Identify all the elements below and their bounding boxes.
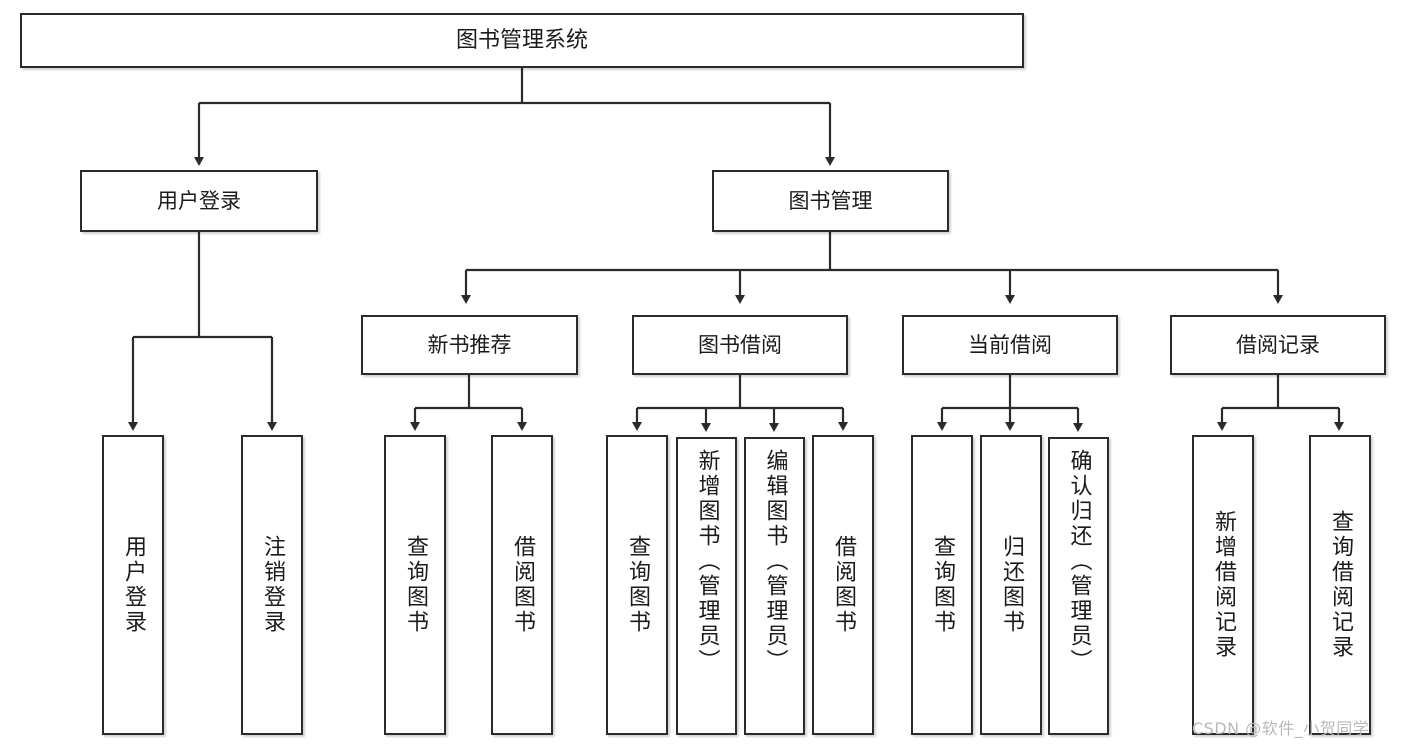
node-label: 查询图书 — [403, 535, 428, 635]
node-root-system[interactable]: 图书管理系统 — [20, 13, 1024, 68]
leaf-user-login[interactable]: 用户登录 — [102, 435, 164, 735]
node-label: 借阅图书 — [510, 535, 535, 635]
node-label: 用户登录 — [157, 188, 241, 213]
node-label: 新书推荐 — [427, 332, 512, 357]
leaf-current-query-book[interactable]: 查询图书 — [911, 435, 973, 735]
node-book-borrow[interactable]: 图书借阅 — [632, 315, 848, 375]
leaf-newbook-query-book[interactable]: 查询图书 — [384, 435, 446, 735]
leaf-borrow-borrow-book[interactable]: 借阅图书 — [812, 435, 874, 735]
node-user-login[interactable]: 用户登录 — [80, 170, 318, 232]
leaf-logout[interactable]: 注销登录 — [241, 435, 303, 735]
leaf-newbook-borrow-book[interactable]: 借阅图书 — [491, 435, 553, 735]
node-label: 用户登录 — [121, 535, 146, 635]
node-current-borrow[interactable]: 当前借阅 — [902, 315, 1118, 375]
leaf-current-confirm-return-admin[interactable]: 确认归还（管理员） — [1048, 437, 1109, 735]
csdn-watermark: CSDN @软件_小贺同学 — [1192, 719, 1370, 738]
node-book-management[interactable]: 图书管理 — [712, 170, 949, 232]
node-label: 新增借阅记录 — [1211, 510, 1236, 660]
leaf-records-query-record[interactable]: 查询借阅记录 — [1309, 435, 1371, 735]
node-borrow-records[interactable]: 借阅记录 — [1170, 315, 1386, 375]
node-label: 注销登录 — [260, 535, 285, 635]
node-label: 确认归还（管理员） — [1066, 449, 1092, 674]
node-label: 查询图书 — [625, 535, 650, 635]
node-label: 编辑图书（管理员） — [762, 449, 788, 674]
leaf-current-return-book[interactable]: 归还图书 — [980, 435, 1042, 735]
node-label: 借阅图书 — [831, 535, 856, 635]
node-label: 查询图书 — [930, 535, 955, 635]
node-label: 查询借阅记录 — [1328, 510, 1353, 660]
leaf-borrow-edit-book-admin[interactable]: 编辑图书（管理员） — [744, 437, 805, 735]
leaf-borrow-add-book-admin[interactable]: 新增图书（管理员） — [676, 437, 737, 735]
leaf-borrow-query-book[interactable]: 查询图书 — [606, 435, 668, 735]
leaf-records-add-record[interactable]: 新增借阅记录 — [1192, 435, 1254, 735]
node-label: 图书管理 — [788, 188, 873, 213]
node-label: 归还图书 — [999, 535, 1024, 635]
node-label: 图书管理系统 — [455, 27, 588, 53]
node-label: 图书借阅 — [698, 332, 782, 357]
node-label: 新增图书（管理员） — [694, 449, 720, 674]
node-new-book-recommend[interactable]: 新书推荐 — [361, 315, 578, 375]
node-label: 当前借阅 — [968, 332, 1052, 357]
node-label: 借阅记录 — [1236, 332, 1320, 357]
